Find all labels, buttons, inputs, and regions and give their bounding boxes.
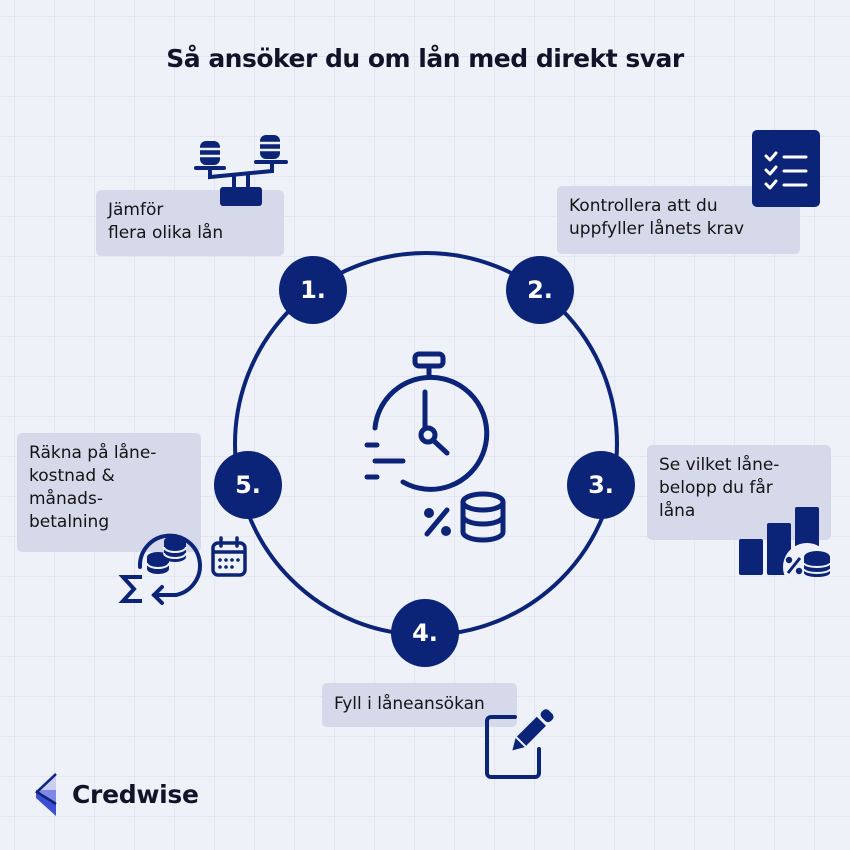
step-number: 1. — [300, 276, 326, 304]
balance-scale-coins-icon — [194, 135, 288, 206]
brand-name: Credwise — [72, 779, 199, 809]
percent-icon — [785, 556, 803, 575]
calendar-icon — [211, 536, 247, 577]
step-text-line: uppfyller lånets krav — [569, 219, 745, 239]
step-badge-4: 4. — [391, 599, 459, 667]
sigma-icon — [118, 575, 142, 603]
credwise-logo-icon — [34, 772, 57, 816]
stopwatch-icon — [364, 351, 506, 543]
step-text-line: kostnad & — [29, 466, 115, 486]
step-text-line: Jämför — [108, 200, 164, 220]
step-number: 3. — [588, 471, 614, 499]
step-number: 4. — [412, 619, 438, 647]
step-badge-5: 5. — [214, 451, 282, 519]
step-text-line: Fyll i låneansökan — [334, 694, 485, 714]
bar-chart-percent-coins-icon — [739, 507, 831, 577]
step-text-line: månads- — [29, 489, 103, 509]
step-text-line: belopp du får — [659, 478, 773, 498]
step-text-line: betalning — [29, 512, 110, 532]
step-badge-3: 3. — [567, 451, 635, 519]
checklist-icon — [752, 130, 820, 207]
step-number: 5. — [235, 471, 261, 499]
step-5-label: Räkna på låne- kostnad & månads- betalni… — [17, 433, 201, 552]
step-text-line: Kontrollera att du — [569, 196, 718, 216]
brand-logo: Credwise — [34, 772, 199, 816]
step-text-line: flera olika lån — [108, 223, 224, 243]
step-number: 2. — [527, 276, 553, 304]
step-text-line: låna — [659, 501, 696, 521]
step-1-label: Jämför flera olika lån — [96, 190, 284, 256]
step-text-line: Se vilket låne- — [659, 455, 780, 475]
step-badge-2: 2. — [506, 256, 574, 324]
edit-document-icon — [485, 709, 554, 779]
coin-stack-icon — [460, 491, 506, 543]
step-badge-1: 1. — [279, 256, 347, 324]
percent-icon — [424, 507, 451, 537]
step-4-label: Fyll i låneansökan — [322, 683, 517, 727]
step-text-line: Räkna på låne- — [29, 443, 157, 463]
page-title: Så ansöker du om lån med direkt svar — [166, 44, 684, 73]
sum-coins-calendar-icon — [118, 533, 247, 605]
